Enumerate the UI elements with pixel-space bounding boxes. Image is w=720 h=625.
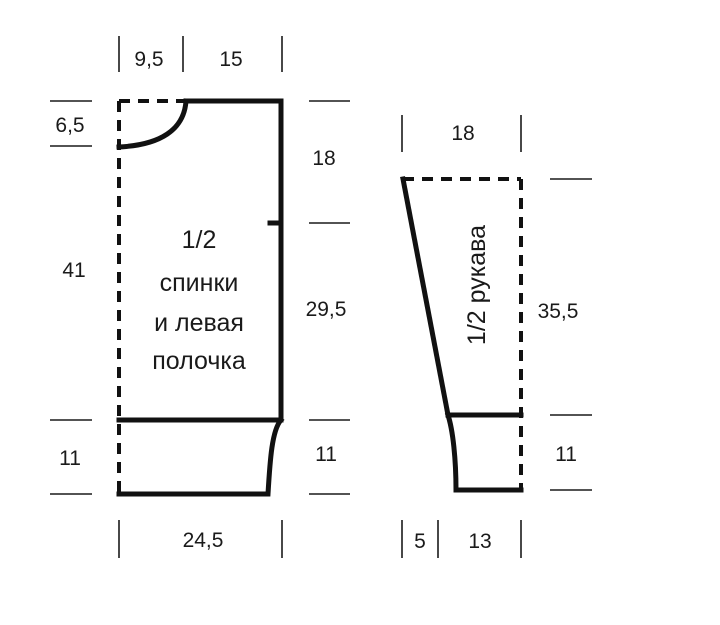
sleeve-cuff-outline [444,411,524,493]
dim-sleeve-cuff-height: 11 [555,443,577,466]
sleeve-top-dimension-ticks [401,115,522,152]
dim-sleeve-bottom-left: 5 [414,530,426,553]
back-label-line-2: спинки [160,269,239,297]
neckline-curve [116,98,189,150]
dim-armhole-height: 18 [312,147,335,170]
dim-bottom-width: 24,5 [183,529,224,552]
back-front-piece [116,98,285,497]
sleeve-label: 1/2 рукава [463,225,491,345]
dim-sleeve-top-width: 18 [451,122,474,145]
back-outline [116,98,284,423]
sleeve-bottom-dimension-ticks [401,520,522,558]
dim-neck-depth: 6,5 [55,114,84,137]
back-bottom-dimension-ticks [118,520,283,558]
back-top-dimension-ticks [118,36,283,72]
dim-top-right-width: 15 [219,48,242,71]
dim-sleeve-bottom-right: 13 [468,530,491,553]
dim-sleeve-length: 35,5 [538,300,579,323]
hem-outline [116,416,285,497]
dim-side-height: 41 [62,259,85,282]
sleeve-slanted-edge [400,176,451,418]
dim-rib-height-left: 11 [59,447,81,470]
sleeve-piece [400,176,524,493]
back-label-line-3: и левая [154,309,244,337]
dim-rib-height-right: 11 [315,443,337,466]
back-label-line-4: полочка [152,347,246,375]
dim-top-left-width: 9,5 [134,48,163,71]
back-right-dimension-ticks [309,100,350,495]
back-label-line-1: 1/2 [182,226,217,254]
sleeve-right-dimension-ticks [550,178,592,491]
dim-body-height: 29,5 [306,298,347,321]
back-left-dimension-ticks [50,100,92,495]
